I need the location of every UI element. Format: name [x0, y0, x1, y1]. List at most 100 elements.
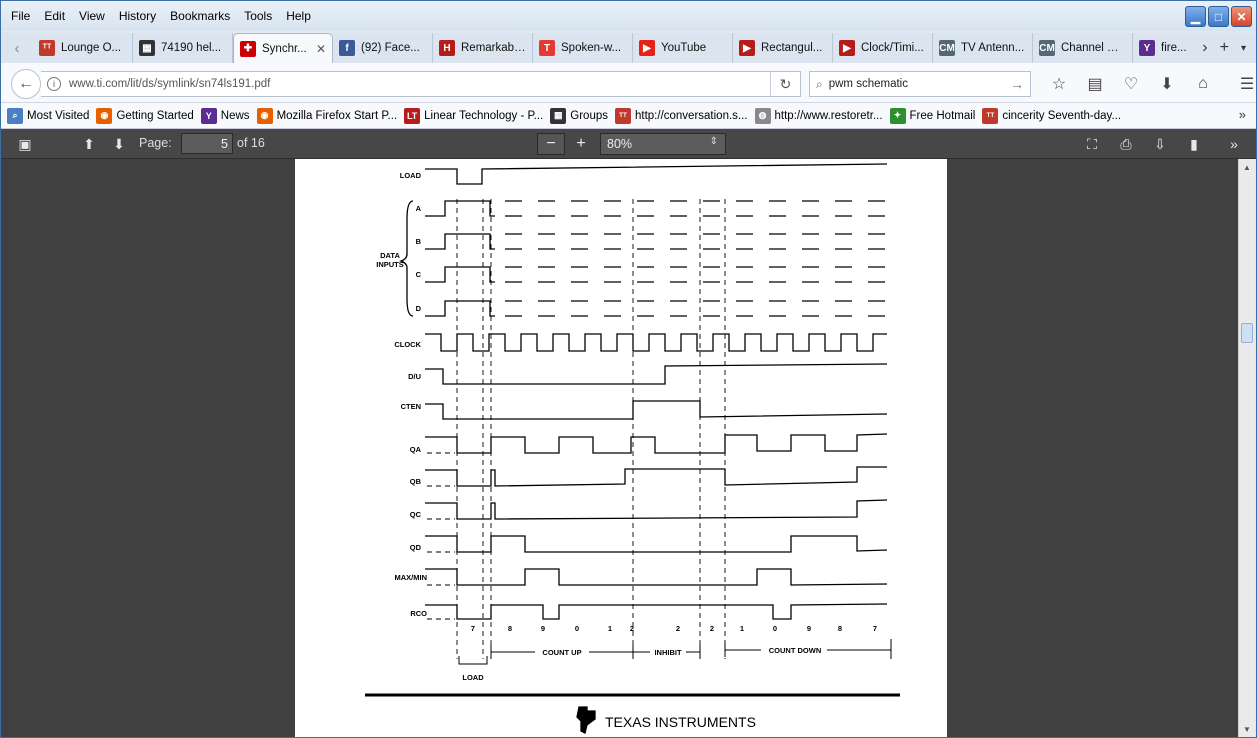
sidebar-icon: ▣ — [18, 135, 32, 152]
tab-scroll-left-button[interactable]: ‹ — [1, 33, 33, 63]
bookmark-favicon-icon: Y — [200, 107, 217, 124]
search-bar[interactable]: ⌕ → — [809, 71, 1031, 97]
triangle-up-icon: ▲ — [1243, 162, 1251, 172]
tab-item[interactable]: ▶Clock/Timi... — [833, 33, 933, 63]
bookmark-item[interactable]: ⌕Most Visited — [7, 107, 89, 124]
bookmarks-overflow-button[interactable]: » — [1238, 107, 1246, 122]
page-number-input[interactable] — [181, 133, 233, 154]
sidebar-toggle-button[interactable]: ▣ — [15, 133, 35, 155]
tab-item[interactable]: ▶ Rectangul... — [733, 33, 833, 63]
vertical-scrollbar[interactable]: ▲ ▼ — [1238, 159, 1255, 737]
search-input[interactable] — [828, 78, 1010, 90]
bookmark-star-icon[interactable]: ☆ — [1051, 76, 1067, 93]
bookmark-item[interactable]: ◍http://www.restoretr... — [754, 107, 883, 124]
maximize-button[interactable]: □ — [1208, 6, 1229, 27]
bookmark-view-button[interactable]: ▮ — [1183, 133, 1205, 155]
signal-label: CLOCK — [394, 340, 421, 349]
bookmark-favicon-icon: ◉ — [96, 107, 113, 124]
minimize-button[interactable]: ▁ — [1185, 6, 1206, 27]
print-button[interactable]: ⎙ — [1115, 133, 1137, 155]
menu-history[interactable]: History — [118, 9, 157, 23]
tab-label: Rectangul... — [761, 42, 823, 54]
info-icon[interactable]: i — [47, 77, 61, 91]
zoom-in-button[interactable]: + — [567, 133, 595, 155]
new-tab-button[interactable]: + — [1219, 39, 1229, 56]
toolbar-icons: ☆ ▤ ♡ ⬇ ⌂ ☰ — [1041, 71, 1256, 97]
close-button[interactable]: ✕ — [1231, 6, 1252, 27]
bookmark-favicon-icon: ✦ — [889, 107, 906, 124]
presentation-mode-button[interactable]: ⛶ — [1081, 133, 1103, 155]
scroll-up-button[interactable]: ▲ — [1239, 159, 1255, 175]
menu-tools[interactable]: Tools — [244, 9, 273, 23]
tab-list-button[interactable]: ▾ — [1240, 42, 1246, 54]
bookmark-item[interactable]: ▦Groups — [550, 107, 608, 124]
tab-item[interactable]: ▶YouTube — [633, 33, 733, 63]
menu-bookmarks[interactable]: Bookmarks — [170, 9, 231, 23]
signal-label: QA — [410, 445, 422, 454]
qa-waveform — [425, 433, 888, 454]
zoom-out-button[interactable]: − — [537, 133, 565, 155]
bookmark-item[interactable]: ◉Mozilla Firefox Start P... — [256, 107, 397, 124]
count-value: 9 — [807, 624, 811, 633]
zoom-select[interactable]: 80% ⇕ — [600, 133, 726, 155]
page-label: Page: — [139, 136, 172, 150]
reload-button[interactable]: ↻ — [770, 72, 800, 96]
cm-icon: CM — [939, 40, 955, 56]
scroll-down-button[interactable]: ▼ — [1239, 721, 1255, 737]
tab-item[interactable]: ▦74190 hel... — [133, 33, 233, 63]
home-icon[interactable]: ⌂ — [1198, 75, 1208, 92]
tab-item[interactable]: f(92) Face... — [333, 33, 433, 63]
zoom-value: 80% — [607, 137, 633, 151]
menu-file[interactable]: File — [11, 9, 31, 23]
hamburger-menu-icon[interactable]: ☰ — [1239, 76, 1255, 93]
bookmark-label: http://www.restoretr... — [774, 109, 883, 122]
play-box-icon: ▶ — [739, 40, 755, 56]
yahoo-icon: Y — [1139, 40, 1155, 56]
plus-icon: + — [576, 135, 586, 152]
url-bar[interactable]: i www.ti.com/lit/ds/symlink/sn74ls191.pd… — [41, 71, 801, 97]
next-page-button[interactable]: ⬇ — [109, 133, 129, 155]
downloads-icon[interactable]: ⬇ — [1160, 76, 1174, 93]
tab-item[interactable]: ✚ Synchr... ✕ — [233, 33, 333, 63]
signal-label: QC — [410, 510, 422, 519]
back-button[interactable]: ← — [11, 69, 41, 99]
save-icon: ⇩ — [1154, 135, 1166, 152]
reading-list-icon[interactable]: ▤ — [1087, 76, 1103, 93]
tools-button[interactable]: » — [1223, 133, 1245, 155]
menu-edit[interactable]: Edit — [44, 9, 66, 23]
menu-help[interactable]: Help — [286, 9, 311, 23]
scrollbar-thumb[interactable] — [1241, 323, 1253, 343]
window-controls: ▁ □ ✕ — [1185, 6, 1252, 27]
sequence-label: INHIBIT — [654, 648, 682, 657]
tab-close-icon[interactable]: ✕ — [315, 41, 326, 56]
rco-waveform — [425, 603, 888, 620]
bookmark-item[interactable]: ✦Free Hotmail — [889, 107, 975, 124]
ti-icon: ✚ — [240, 40, 256, 57]
chevron-left-icon: ‹ — [14, 39, 20, 57]
pocket-icon[interactable]: ♡ — [1123, 76, 1139, 93]
previous-page-button[interactable]: ⬆ — [79, 133, 99, 155]
bookmark-favicon-icon: LT — [404, 107, 421, 124]
search-go-button[interactable]: → — [1010, 76, 1024, 92]
maximize-icon: □ — [1214, 9, 1223, 24]
timing-diagram: LOADABCDDATAINPUTSCLOCKD/UCTENQAQBQCQDMA… — [365, 163, 900, 734]
count-value: 8 — [838, 624, 842, 633]
download-button[interactable]: ⇩ — [1149, 133, 1171, 155]
tab-label: Synchr... — [262, 42, 307, 55]
bookmark-item[interactable]: ◉Getting Started — [96, 107, 194, 124]
menu-view[interactable]: View — [79, 9, 105, 23]
url-text[interactable]: www.ti.com/lit/ds/symlink/sn74ls191.pdf — [69, 78, 271, 90]
tab-scroll-right-button[interactable]: › — [1202, 39, 1208, 56]
